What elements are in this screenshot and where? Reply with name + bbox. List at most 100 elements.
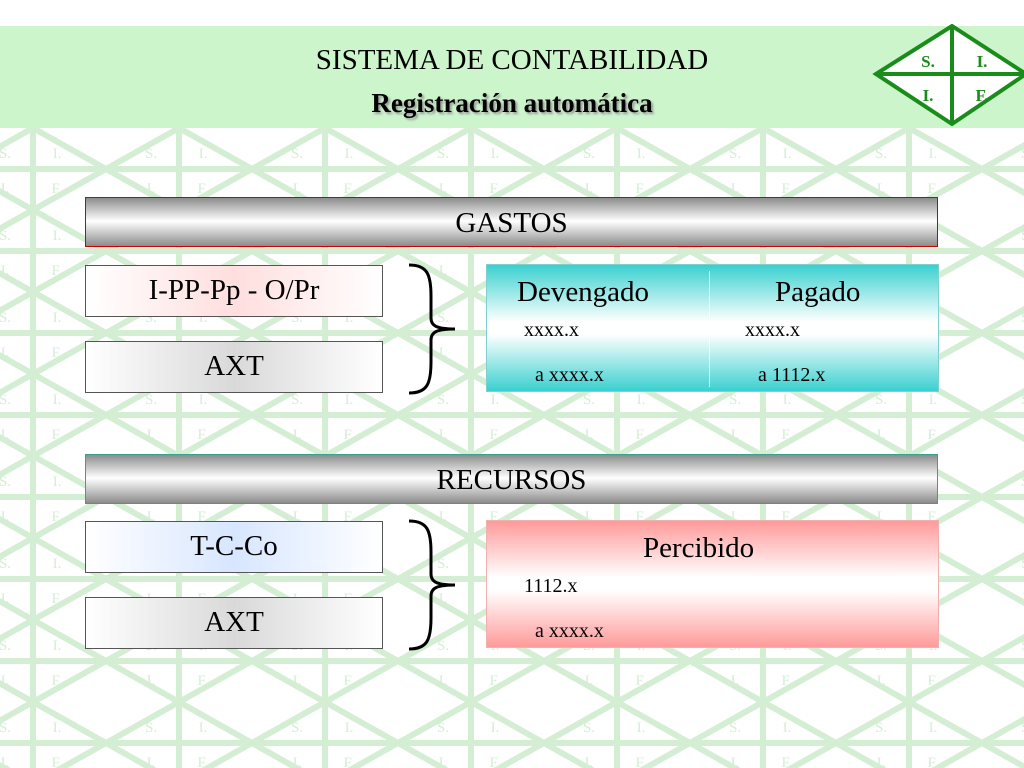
pattern-letter: I. bbox=[731, 427, 740, 443]
pattern-tile: S.I.I.F. bbox=[975, 387, 1024, 443]
pattern-letter: I. bbox=[53, 146, 62, 162]
gastos-accounts-panel: Devengado xxxx.x a xxxx.x Pagado xxxx.x … bbox=[486, 264, 939, 392]
pattern-letter: F. bbox=[636, 509, 647, 525]
pattern-letter: F. bbox=[928, 755, 939, 768]
pattern-letter: S. bbox=[1021, 392, 1024, 408]
gastos-box-ipp: I-PP-Pp - O/Pr bbox=[85, 265, 383, 317]
pattern-letter: S. bbox=[1021, 146, 1024, 162]
pattern-letter: S. bbox=[291, 146, 303, 162]
pattern-letter: I. bbox=[1, 755, 10, 768]
pattern-letter: I. bbox=[1023, 181, 1024, 197]
pattern-letter: S. bbox=[0, 720, 11, 736]
pattern-letter: I. bbox=[929, 146, 938, 162]
pattern-letter: F. bbox=[52, 509, 63, 525]
pattern-letter: I. bbox=[585, 509, 594, 525]
pattern-letter: F. bbox=[344, 755, 355, 768]
pattern-letter: F. bbox=[344, 673, 355, 689]
pattern-letter: I. bbox=[1023, 673, 1024, 689]
pattern-letter: S. bbox=[437, 310, 449, 326]
pattern-letter: I. bbox=[439, 509, 448, 525]
pagado-heading: Pagado bbox=[775, 276, 861, 308]
pattern-letter: S. bbox=[0, 146, 11, 162]
pattern-letter: S. bbox=[145, 720, 157, 736]
pattern-letter: F. bbox=[928, 181, 939, 197]
pattern-letter: S. bbox=[437, 638, 449, 654]
logo-letter: I. bbox=[923, 86, 934, 105]
pattern-tile: S.I.I.F. bbox=[975, 633, 1024, 689]
pattern-letter: F. bbox=[782, 181, 793, 197]
sif-logo-icon: S. I. I. F. bbox=[872, 24, 1024, 127]
pattern-letter: I. bbox=[147, 755, 156, 768]
header-band bbox=[0, 26, 1024, 128]
pattern-letter: I. bbox=[491, 146, 500, 162]
recursos-accounts-panel: Percibido 1112.x a xxxx.x bbox=[486, 520, 939, 648]
recursos-brace bbox=[408, 519, 456, 651]
devengado-heading: Devengado bbox=[517, 276, 650, 308]
pattern-letter: F. bbox=[344, 509, 355, 525]
pattern-letter: I. bbox=[199, 720, 208, 736]
pattern-letter: I. bbox=[293, 755, 302, 768]
pattern-letter: I. bbox=[1023, 591, 1024, 607]
pattern-tile: S.I.I.F. bbox=[975, 305, 1024, 361]
pattern-letter: S. bbox=[875, 392, 887, 408]
percibido-debit: 1112.x bbox=[524, 575, 578, 597]
page-subtitle: Registración automática bbox=[371, 88, 653, 118]
pattern-letter: S. bbox=[729, 146, 741, 162]
pagado-credit: a 1112.x bbox=[758, 364, 826, 386]
pattern-letter: F. bbox=[782, 673, 793, 689]
pattern-letter: F. bbox=[52, 673, 63, 689]
pattern-letter: S. bbox=[0, 310, 11, 326]
pattern-letter: I. bbox=[293, 509, 302, 525]
pattern-letter: F. bbox=[52, 427, 63, 443]
pattern-letter: S. bbox=[583, 146, 595, 162]
pattern-letter: S. bbox=[1021, 638, 1024, 654]
pattern-letter: I. bbox=[877, 427, 886, 443]
pattern-letter: I. bbox=[731, 673, 740, 689]
pattern-letter: S. bbox=[437, 720, 449, 736]
pattern-letter: I. bbox=[345, 392, 354, 408]
pattern-tile: S.I.I.F. bbox=[975, 469, 1024, 525]
pattern-letter: F. bbox=[198, 673, 209, 689]
pattern-letter: I. bbox=[1, 591, 10, 607]
pattern-letter: I. bbox=[637, 146, 646, 162]
pattern-letter: I. bbox=[439, 427, 448, 443]
pattern-letter: I. bbox=[731, 509, 740, 525]
pattern-tile: S.I.I.F. bbox=[391, 698, 551, 768]
gastos-header-bar: GASTOS bbox=[85, 197, 938, 247]
pattern-letter: I. bbox=[147, 181, 156, 197]
pattern-letter: S. bbox=[145, 146, 157, 162]
pattern-letter: F. bbox=[52, 755, 63, 768]
pattern-letter: I. bbox=[345, 720, 354, 736]
pattern-letter: I. bbox=[345, 310, 354, 326]
pattern-letter: I. bbox=[1023, 427, 1024, 443]
devengado-credit: a xxxx.x bbox=[535, 364, 604, 386]
pattern-letter: F. bbox=[490, 755, 501, 768]
pattern-letter: I. bbox=[53, 474, 62, 490]
pattern-letter: I. bbox=[1, 263, 10, 279]
pattern-letter: I. bbox=[53, 556, 62, 572]
pattern-letter: F. bbox=[52, 345, 63, 361]
pattern-letter: I. bbox=[877, 509, 886, 525]
pattern-tile: S.I.I.F. bbox=[537, 698, 697, 768]
pattern-letter: S. bbox=[729, 720, 741, 736]
pattern-letter: S. bbox=[437, 392, 449, 408]
page-title: SISTEMA DE CONTABILIDAD bbox=[315, 44, 709, 76]
pattern-letter: S. bbox=[0, 556, 11, 572]
pattern-letter: I. bbox=[1023, 755, 1024, 768]
pattern-letter: I. bbox=[439, 263, 448, 279]
pattern-letter: S. bbox=[583, 392, 595, 408]
pattern-letter: I. bbox=[439, 755, 448, 768]
pattern-letter: I. bbox=[929, 720, 938, 736]
percibido-heading: Percibido bbox=[643, 532, 755, 564]
pattern-letter: I. bbox=[491, 392, 500, 408]
pattern-letter: F. bbox=[636, 755, 647, 768]
pattern-letter: I. bbox=[1, 345, 10, 361]
pattern-letter: F. bbox=[782, 755, 793, 768]
pattern-letter: S. bbox=[1021, 310, 1024, 326]
pattern-letter: S. bbox=[729, 392, 741, 408]
pattern-letter: I. bbox=[1023, 263, 1024, 279]
logo-letter: F. bbox=[975, 86, 988, 105]
pattern-tile: S.I.I.F. bbox=[975, 141, 1024, 197]
pattern-letter: F. bbox=[52, 181, 63, 197]
pattern-letter: I. bbox=[53, 720, 62, 736]
